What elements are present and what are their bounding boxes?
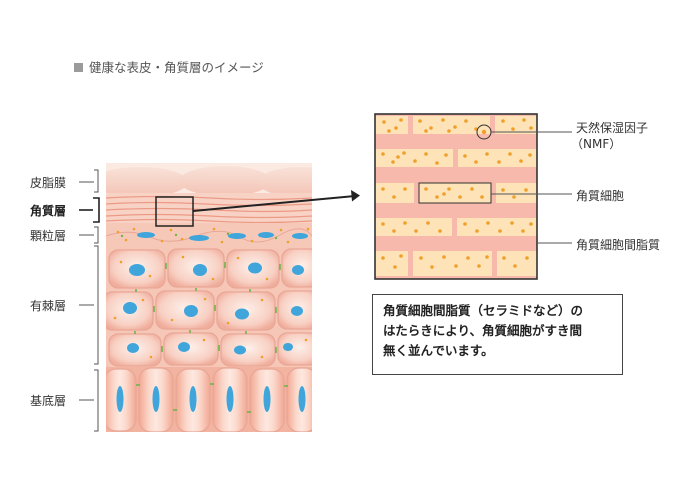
label-nmf: 天然保湿因子	[576, 121, 649, 135]
label-basal-layer: 基底層	[30, 394, 67, 408]
nmf-dots	[381, 118, 533, 269]
label-sebum-film: 皮脂膜	[30, 176, 67, 190]
skin-cross-section	[106, 163, 312, 432]
stratum-corneum-band	[106, 193, 312, 224]
label-spinous-layer: 有棘層	[30, 299, 67, 313]
label-intercellular-lipid: 角質細胞間脂質	[576, 238, 661, 252]
nmf-dot	[481, 129, 487, 135]
explanation-line-3: 無く並んでいます。	[383, 343, 494, 358]
granular-band	[106, 223, 312, 247]
explanation-line-2: はたらきにより、角質細胞がすき間	[383, 323, 583, 338]
explanation-line-1: 角質細胞間脂質（セラミドなど）の	[383, 303, 584, 318]
zoom-panel	[374, 113, 538, 280]
layer-brackets	[79, 169, 100, 432]
basal-cells	[106, 367, 312, 432]
spinous-cells	[106, 247, 312, 367]
zoom-leader-lines	[491, 131, 572, 244]
zoom-arrow	[192, 195, 356, 212]
label-nmf-abbrev: （NMF）	[571, 137, 622, 151]
explanation-box: 角質細胞間脂質（セラミドなど）の はたらきにより、角質細胞がすき間 無く並んでい…	[372, 294, 623, 375]
zoom-source-box	[155, 196, 194, 227]
label-stratum-corneum: 角質層	[30, 204, 67, 218]
zoom-frame	[374, 113, 538, 280]
corneocyte-highlight	[418, 182, 492, 204]
label-corneocyte: 角質細胞	[576, 189, 625, 203]
figure-caption: 健康な表皮・角質層のイメージ	[74, 57, 264, 76]
sebum-film	[106, 163, 312, 197]
caption-square-icon	[74, 63, 83, 72]
caption-text: 健康な表皮・角質層のイメージ	[89, 60, 264, 75]
label-granular-layer: 顆粒層	[30, 229, 67, 243]
arrowhead-icon	[351, 190, 360, 202]
